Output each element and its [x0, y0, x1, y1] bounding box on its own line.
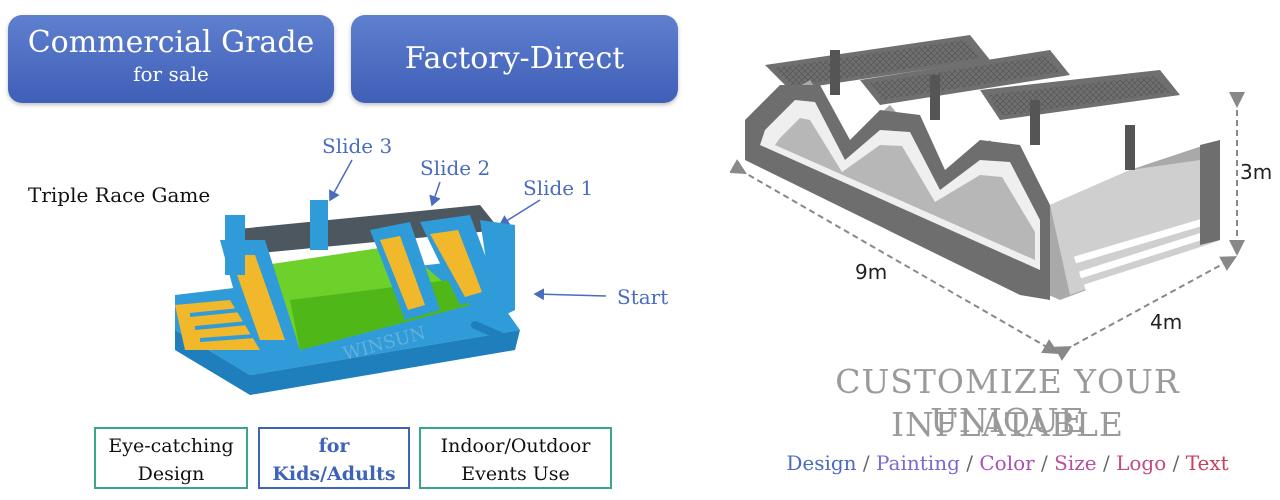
option-text: Text	[1185, 451, 1229, 475]
dimension-diagram	[730, 35, 1245, 361]
option-separator: /	[959, 451, 980, 475]
width-dimension: 4m	[1150, 310, 1183, 334]
for-sale-text: for sale	[133, 62, 209, 86]
option-logo: Logo	[1116, 451, 1167, 475]
start-arrow	[533, 288, 607, 301]
option-size: Size	[1054, 451, 1097, 475]
feature-3-line2: Events Use	[461, 463, 570, 485]
slide-3-label: Slide 3	[322, 134, 393, 158]
length-dimension: 9m	[855, 260, 888, 284]
inflatable-product-image: WINSUN	[175, 200, 520, 395]
customize-options: Design / Painting / Color / Size / Logo …	[770, 451, 1245, 475]
product-caption: Triple Race Game	[28, 183, 211, 207]
feature-eye-catching: Eye-catching Design	[94, 427, 248, 489]
option-separator: /	[1166, 451, 1186, 475]
commercial-grade-title: Commercial Grade	[27, 25, 315, 60]
customize-heading-line2: INFLATABLE	[890, 405, 1125, 444]
option-separator: /	[1034, 451, 1055, 475]
feature-3-line1: Indoor/Outdoor	[440, 435, 591, 457]
slide-1-label: Slide 1	[523, 176, 594, 200]
height-dimension: 3m	[1240, 160, 1273, 184]
option-design: Design	[786, 451, 857, 475]
factory-direct-title: Factory-Direct	[404, 41, 625, 76]
option-separator: /	[856, 451, 876, 475]
slide-2-arrow	[429, 181, 441, 207]
feature-1-line2: Design	[137, 463, 205, 485]
slide-1-arrow	[498, 199, 541, 226]
feature-indoor-outdoor: Indoor/Outdoor Events Use	[419, 427, 612, 489]
slide-2-label: Slide 2	[420, 156, 491, 180]
start-label: Start	[617, 285, 669, 309]
feature-2-line2: Kids/Adults	[272, 463, 396, 485]
feature-2-line1: for	[318, 435, 350, 457]
commercial-grade-banner: Commercial Grade for sale	[8, 15, 334, 103]
slide-3-arrow	[329, 159, 353, 202]
feature-kids-adults: for Kids/Adults	[258, 427, 410, 489]
option-separator: /	[1096, 451, 1117, 475]
label-arrows	[329, 159, 607, 301]
factory-direct-banner: Factory-Direct	[351, 15, 678, 103]
option-color: Color	[979, 451, 1035, 475]
customize-heading-line1: CUSTOMIZE YOUR UNIQUE	[835, 362, 1180, 440]
feature-1-line1: Eye-catching	[108, 435, 234, 457]
option-painting: Painting	[876, 451, 960, 475]
